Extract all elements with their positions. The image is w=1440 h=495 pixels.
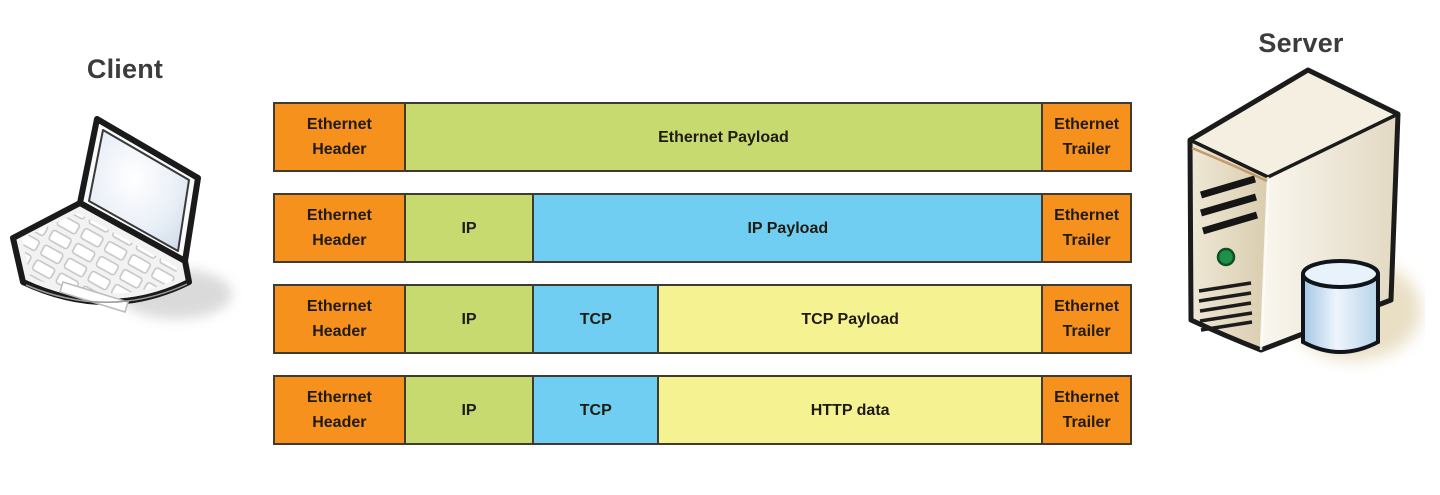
laptop-spacebar xyxy=(59,281,129,313)
segment-label-line: HTTP data xyxy=(810,401,890,419)
segment-label-line: Trailer xyxy=(1062,323,1111,340)
segment-label-line: TCP Payload xyxy=(801,310,899,328)
laptop-screen xyxy=(88,129,190,252)
segment-label-line: Ethernet xyxy=(306,207,372,224)
segment-label-line: Header xyxy=(312,141,367,158)
server-top-face xyxy=(1190,70,1398,177)
segment-label-line: TCP xyxy=(579,310,612,328)
segment-ip: IP xyxy=(405,193,535,263)
segment-label-line: IP xyxy=(461,310,477,328)
client-label: Client xyxy=(86,54,164,84)
segment-http-data: HTTP data xyxy=(659,375,1044,445)
segment-label-line: Trailer xyxy=(1062,414,1111,431)
server-lower-vents xyxy=(1198,281,1253,332)
server-power-led xyxy=(1216,247,1236,267)
laptop-front-lip xyxy=(25,283,188,303)
server-vent-slit xyxy=(1200,193,1257,217)
segment-label-line: Ethernet xyxy=(306,116,372,133)
segment-tcp: TCP xyxy=(534,375,660,445)
segment-label-line: IP xyxy=(461,219,477,237)
server-vent-slit xyxy=(1202,211,1258,235)
server-outline xyxy=(1187,67,1401,353)
segment-label-line: Ethernet xyxy=(1054,389,1120,406)
database-cylinder-body xyxy=(1301,274,1380,354)
segment-label-line: Header xyxy=(312,232,367,249)
segment-label-line: Trailer xyxy=(1062,232,1111,249)
segment-label-line: Ethernet Payload xyxy=(658,128,789,146)
segment-label-line: Ethernet xyxy=(306,389,372,406)
segment-label-line: Ethernet xyxy=(1054,298,1120,315)
segment-label-line: IP xyxy=(461,401,477,419)
segment-label-line: Trailer xyxy=(1062,141,1111,158)
segment-label-line: Ethernet xyxy=(1054,116,1120,133)
server-vent-slit xyxy=(1200,175,1256,199)
segment-ip-payload: IP Payload xyxy=(534,193,1044,263)
segment-ip: IP xyxy=(405,284,535,354)
server-label: Server xyxy=(1258,28,1344,58)
segment-label-line: IP Payload xyxy=(747,219,829,237)
segment-label-line: TCP xyxy=(579,401,612,419)
segment-label-line: Ethernet xyxy=(306,298,372,315)
segment-label-line: Header xyxy=(312,323,367,340)
server-bezel-seam xyxy=(1191,146,1268,183)
client-laptop-icon xyxy=(10,116,232,319)
database-cylinder-top xyxy=(1301,259,1380,289)
segment-ethernet-payload: Ethernet Payload xyxy=(405,102,1044,172)
segment-tcp: TCP xyxy=(534,284,660,354)
segment-ip: IP xyxy=(405,375,535,445)
server-tower-icon xyxy=(1187,67,1421,360)
segment-label-line: Header xyxy=(312,414,367,431)
segment-tcp-payload: TCP Payload xyxy=(659,284,1044,354)
server-front-crease xyxy=(1259,176,1270,351)
segment-label-line: Ethernet xyxy=(1054,207,1120,224)
laptop-keyboard xyxy=(22,213,178,294)
